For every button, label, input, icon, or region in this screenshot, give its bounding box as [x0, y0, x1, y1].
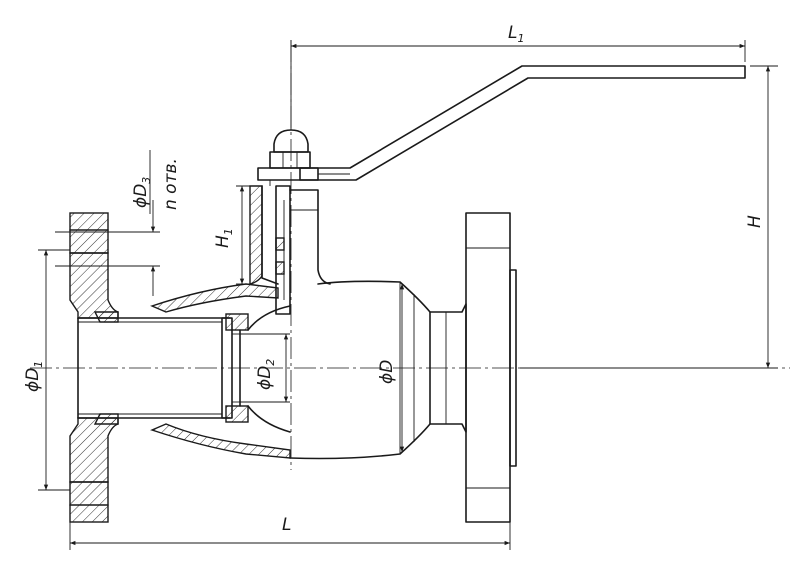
label-H: H — [745, 215, 765, 228]
right-flange — [465, 212, 517, 523]
dim-H — [520, 65, 778, 369]
label-D: ϕD — [377, 360, 397, 384]
dim-H1 — [236, 185, 258, 285]
seat-ring — [221, 313, 249, 423]
label-L: L — [282, 515, 291, 535]
label-D1: ϕD1 — [23, 361, 45, 392]
label-D3: ϕD3 — [131, 177, 153, 208]
dim-D2 — [240, 333, 290, 403]
label-D2: ϕD2 — [255, 359, 277, 390]
dim-D1 — [38, 249, 70, 491]
dim-L1 — [290, 40, 746, 130]
stem-assembly — [249, 129, 331, 315]
label-L1: L1 — [508, 23, 524, 45]
valve-body — [289, 280, 431, 460]
left-flange-section — [55, 212, 160, 523]
label-holes: n отв. — [161, 158, 181, 210]
label-H1: H1 — [213, 228, 235, 248]
lever-handle — [299, 65, 746, 181]
dim-D3 — [149, 150, 156, 296]
body-shell-left-section — [150, 283, 291, 459]
dim-L — [69, 522, 511, 550]
left-nozzle — [77, 311, 231, 425]
